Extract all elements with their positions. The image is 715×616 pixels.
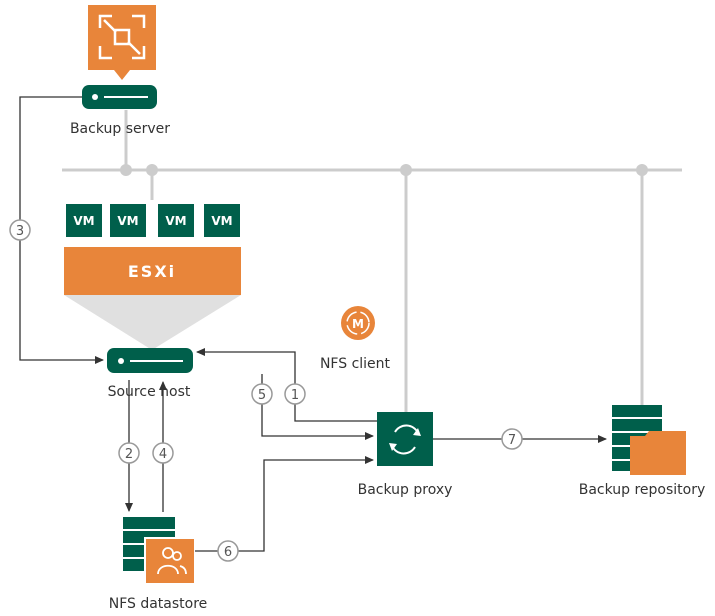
step-badges: 1 2 3 4 5 6 7 bbox=[9, 219, 523, 562]
step-number: 3 bbox=[16, 224, 24, 239]
vm-box bbox=[204, 204, 240, 237]
network-bus bbox=[62, 110, 682, 412]
esxi-bar bbox=[64, 247, 241, 295]
veeam-logo-icon bbox=[98, 14, 146, 60]
step-number: 5 bbox=[258, 388, 266, 403]
esxi-label: ESXi bbox=[128, 262, 176, 281]
step-badge-5: 5 bbox=[251, 383, 273, 405]
backup-server-icon bbox=[88, 5, 156, 80]
vm-label: VM bbox=[165, 214, 186, 228]
vm-row: VM VM VM VM bbox=[66, 204, 240, 237]
refresh-icon bbox=[389, 424, 421, 455]
vm-box bbox=[158, 204, 194, 237]
step-badge-6: 6 bbox=[217, 540, 239, 562]
step-badge-3: 3 bbox=[9, 219, 31, 241]
nfs-client-label: NFS client bbox=[320, 356, 391, 372]
arrow-5 bbox=[261, 374, 374, 440]
backup-repository-label: Backup repository bbox=[579, 482, 706, 498]
source-host-label: Source host bbox=[108, 384, 191, 400]
vm-label: VM bbox=[117, 214, 138, 228]
step-number: 7 bbox=[508, 433, 516, 448]
nfs-client-badge: M bbox=[352, 317, 364, 331]
arrow-6 bbox=[195, 456, 374, 552]
vm-box bbox=[66, 204, 102, 237]
nfs-datastore-label: NFS datastore bbox=[109, 596, 208, 612]
step-number: 1 bbox=[291, 388, 299, 403]
folder-icon bbox=[630, 431, 686, 475]
step-number: 4 bbox=[159, 447, 167, 462]
backup-server-label: Backup server bbox=[70, 121, 170, 137]
step-number: 2 bbox=[125, 447, 133, 462]
vm-box bbox=[110, 204, 146, 237]
backup-proxy-label: Backup proxy bbox=[358, 482, 453, 498]
nfs-datastore-icon bbox=[123, 517, 196, 585]
backup-repository-icon bbox=[612, 405, 686, 475]
step-badge-1: 1 bbox=[284, 383, 306, 405]
step-number: 6 bbox=[224, 545, 232, 560]
connectors bbox=[19, 96, 607, 552]
backup-proxy-box bbox=[377, 412, 433, 466]
source-host-box bbox=[107, 348, 193, 373]
users-icon bbox=[157, 547, 187, 575]
vm-label: VM bbox=[211, 214, 232, 228]
backup-server-box bbox=[82, 85, 157, 109]
host-funnel bbox=[64, 295, 241, 350]
step-badge-4: 4 bbox=[152, 442, 174, 464]
nfs-client-icon: M bbox=[341, 306, 375, 340]
step-badge-7: 7 bbox=[501, 428, 523, 450]
vm-label: VM bbox=[73, 214, 94, 228]
step-badge-2: 2 bbox=[118, 442, 140, 464]
